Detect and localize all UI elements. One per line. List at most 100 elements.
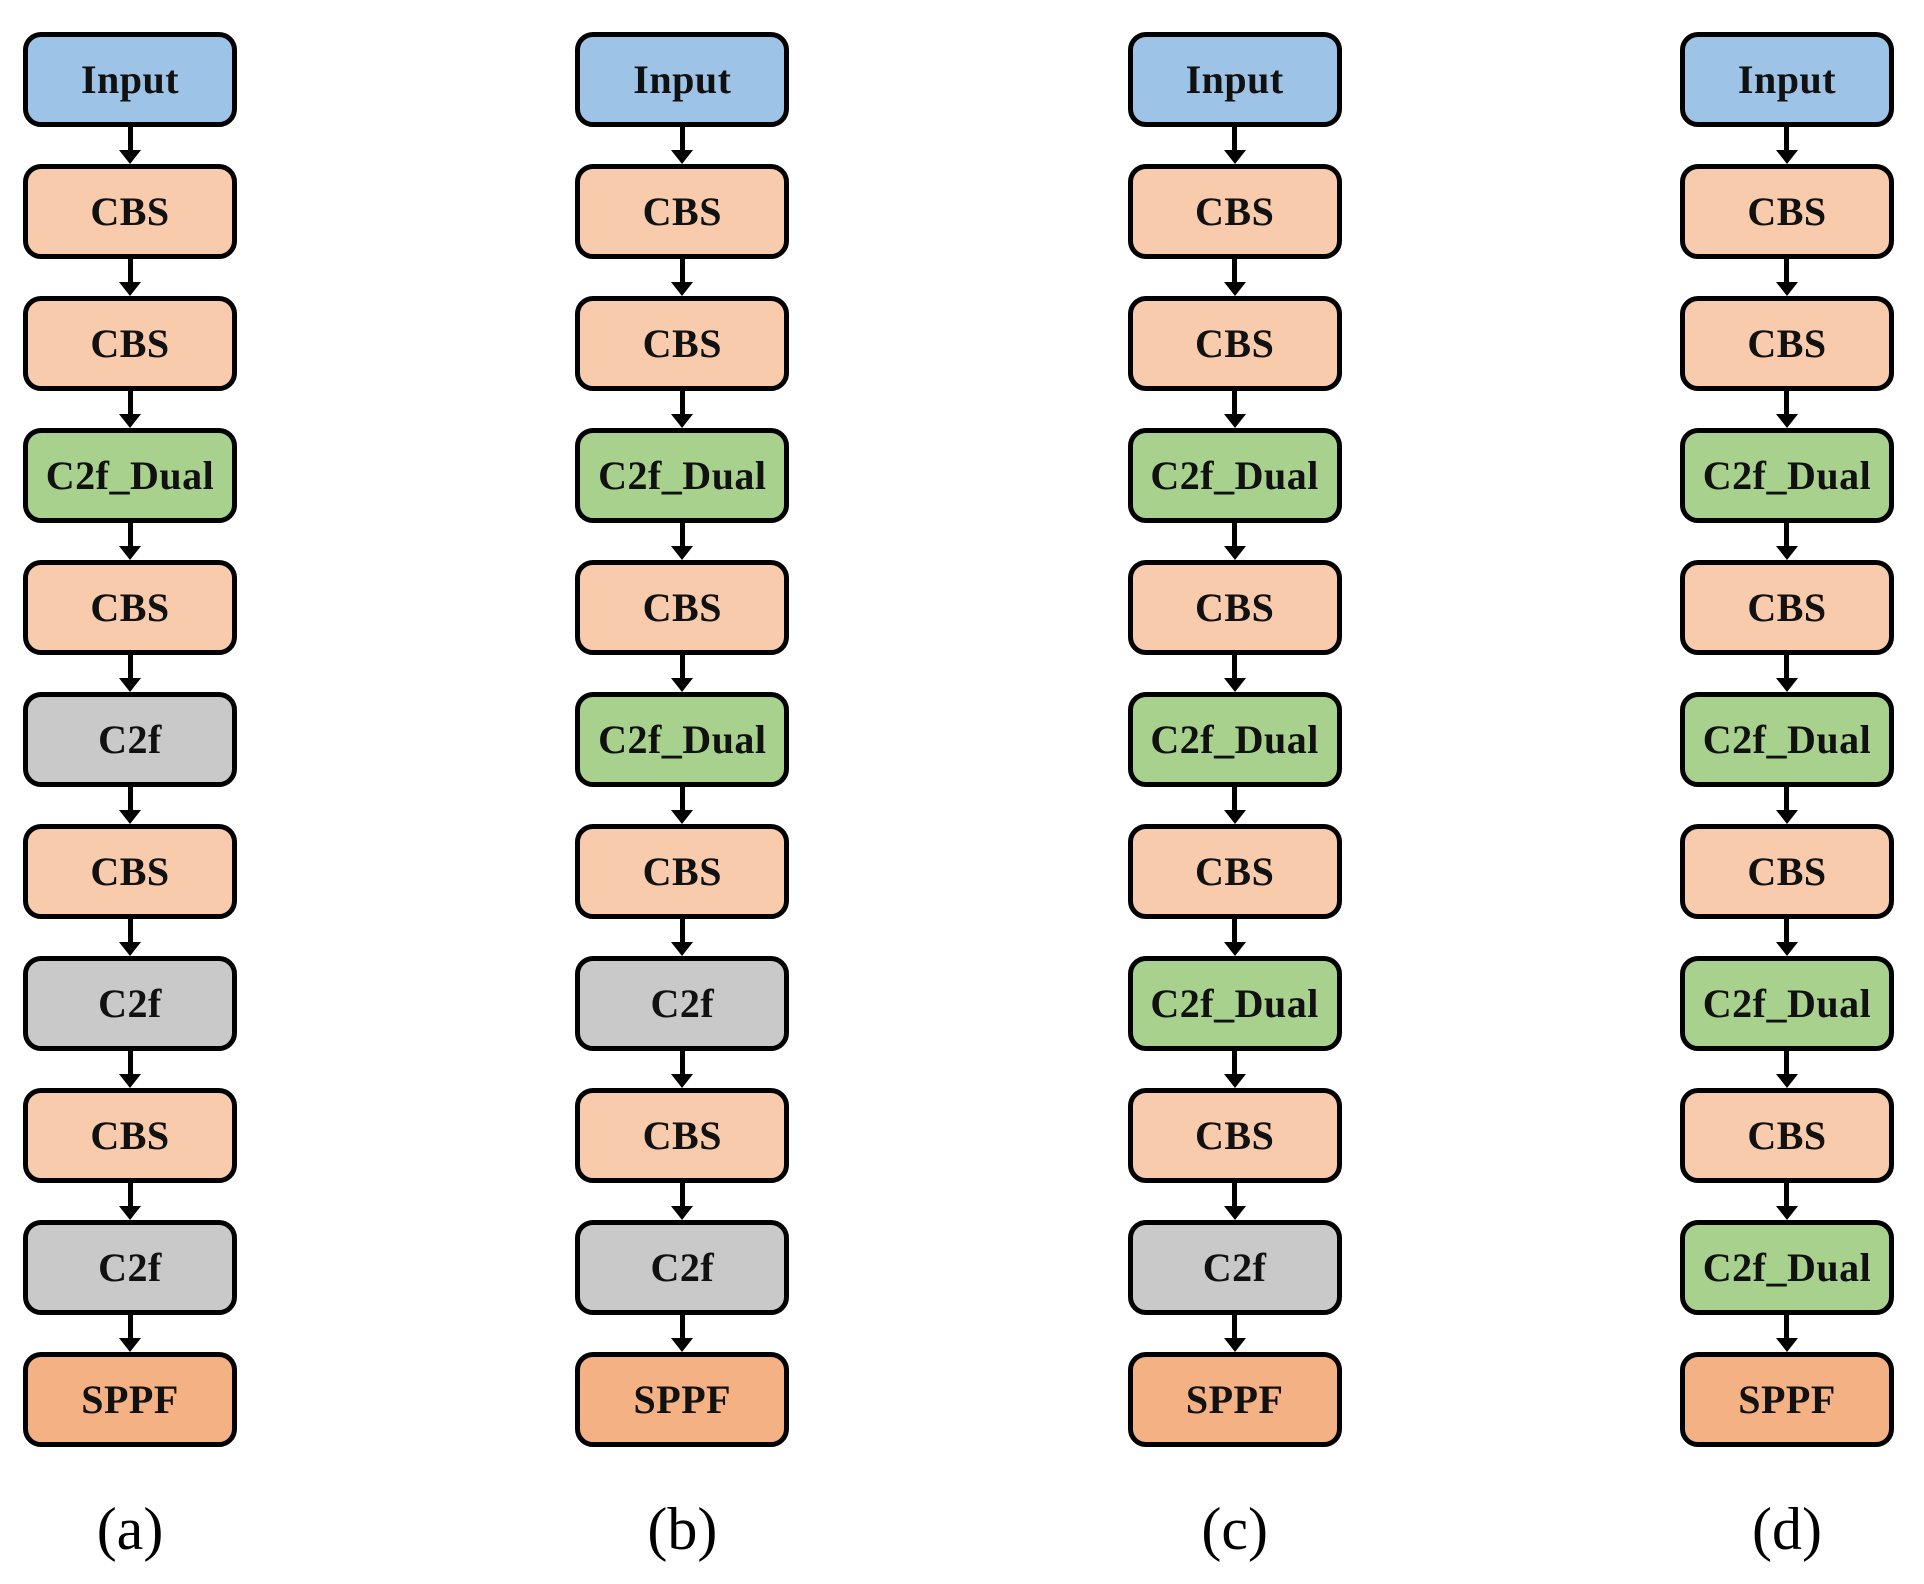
arrow-head (1775, 414, 1798, 428)
node-cbs: CBS (23, 164, 237, 259)
node-cbs: CBS (575, 1088, 790, 1183)
down-arrow-icon (119, 1051, 141, 1088)
node-c2f_dual: C2f_Dual (1679, 692, 1894, 787)
arrow-shaft (1784, 787, 1790, 811)
arrow-head (1223, 1338, 1246, 1352)
down-arrow-icon (1775, 391, 1798, 428)
down-arrow-icon (1775, 1315, 1798, 1352)
down-arrow-icon (1223, 523, 1246, 560)
node-cbs: CBS (23, 560, 237, 655)
down-arrow-icon (119, 391, 141, 428)
arrow-head (671, 678, 694, 692)
node-sppf: SPPF (1679, 1352, 1894, 1447)
down-arrow-icon (1223, 1315, 1246, 1352)
arrow-shaft (127, 127, 133, 151)
node-c2f_dual: C2f_Dual (1679, 956, 1894, 1051)
arrow-head (1223, 546, 1246, 560)
arrow-head (119, 414, 141, 428)
arrow-shaft (1784, 523, 1790, 547)
arrow-shaft (679, 1183, 685, 1207)
down-arrow-icon (671, 787, 694, 824)
arrow-head (119, 150, 141, 164)
arrow-head (1775, 678, 1798, 692)
down-arrow-icon (1223, 787, 1246, 824)
arrow-shaft (1784, 391, 1790, 415)
down-arrow-icon (1223, 127, 1246, 164)
down-arrow-icon (671, 655, 694, 692)
arrow-shaft (127, 259, 133, 283)
node-c2f_dual: C2f_Dual (1679, 428, 1894, 523)
arrow-head (1223, 414, 1246, 428)
node-c2f: C2f (1127, 1220, 1342, 1315)
node-input: Input (23, 32, 237, 127)
arrow-head (1223, 150, 1246, 164)
arrow-shaft (679, 919, 685, 943)
node-c2f: C2f (575, 956, 790, 1051)
node-c2f_dual: C2f_Dual (23, 428, 237, 523)
node-sppf: SPPF (575, 1352, 790, 1447)
node-cbs: CBS (1679, 560, 1894, 655)
node-input: Input (1127, 32, 1342, 127)
arrow-head (1775, 942, 1798, 956)
arrow-shaft (679, 787, 685, 811)
arrow-head (1775, 546, 1798, 560)
arrow-shaft (1784, 919, 1790, 943)
arrow-head (1223, 810, 1246, 824)
node-cbs: CBS (23, 1088, 237, 1183)
node-c2f: C2f (23, 956, 237, 1051)
arrow-head (1775, 1074, 1798, 1088)
node-input: Input (1679, 32, 1894, 127)
arrow-head (119, 942, 141, 956)
down-arrow-icon (119, 1183, 141, 1220)
arrow-head (671, 810, 694, 824)
down-arrow-icon (1223, 1183, 1246, 1220)
down-arrow-icon (1223, 655, 1246, 692)
node-cbs: CBS (1127, 296, 1342, 391)
node-cbs: CBS (23, 824, 237, 919)
node-cbs: CBS (23, 296, 237, 391)
arrow-shaft (1784, 127, 1790, 151)
arrow-shaft (127, 1183, 133, 1207)
arrow-head (1223, 1074, 1246, 1088)
arrow-shaft (127, 655, 133, 679)
arrow-shaft (1784, 1183, 1790, 1207)
down-arrow-icon (1775, 259, 1798, 296)
column-label: (d) (1752, 1496, 1822, 1562)
arrow-head (671, 1338, 694, 1352)
arrow-shaft (1232, 259, 1238, 283)
arrow-shaft (1784, 1315, 1790, 1339)
node-cbs: CBS (575, 560, 790, 655)
node-c2f_dual: C2f_Dual (1127, 428, 1342, 523)
arrow-head (119, 282, 141, 296)
arrow-shaft (127, 391, 133, 415)
down-arrow-icon (671, 523, 694, 560)
node-c2f: C2f (575, 1220, 790, 1315)
down-arrow-icon (671, 127, 694, 164)
arrow-head (119, 1206, 141, 1220)
down-arrow-icon (1223, 391, 1246, 428)
arrow-shaft (679, 127, 685, 151)
column-label: (b) (647, 1496, 718, 1562)
down-arrow-icon (1223, 919, 1246, 956)
arrow-head (671, 942, 694, 956)
node-cbs: CBS (1679, 296, 1894, 391)
node-sppf: SPPF (1127, 1352, 1342, 1447)
node-cbs: CBS (575, 296, 790, 391)
down-arrow-icon (671, 1051, 694, 1088)
arrow-shaft (1784, 655, 1790, 679)
down-arrow-icon (1775, 1051, 1798, 1088)
down-arrow-icon (1775, 127, 1798, 164)
column-label: (c) (1201, 1496, 1268, 1562)
down-arrow-icon (1223, 259, 1246, 296)
node-cbs: CBS (575, 164, 790, 259)
arrow-head (1775, 1338, 1798, 1352)
arrow-head (1775, 282, 1798, 296)
node-cbs: CBS (1127, 1088, 1342, 1183)
down-arrow-icon (1775, 655, 1798, 692)
arrow-shaft (1232, 127, 1238, 151)
